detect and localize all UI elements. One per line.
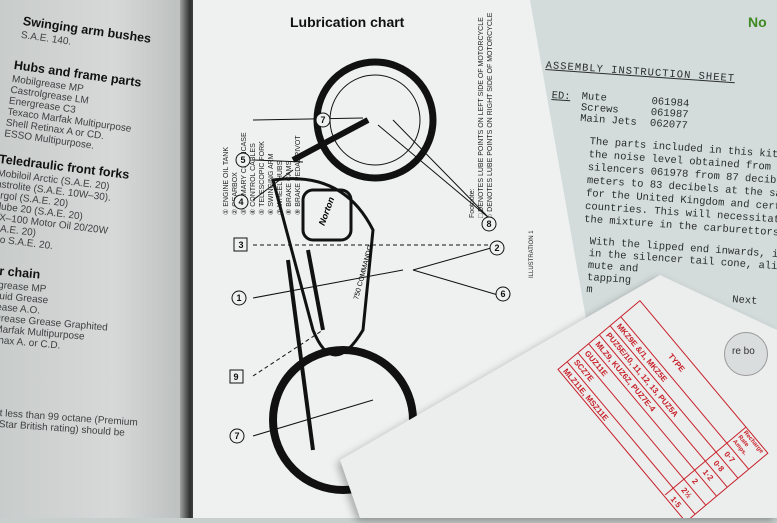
svg-text:2: 2 xyxy=(494,243,499,253)
frame-tube xyxy=(286,249,325,451)
callout-3: 3 xyxy=(233,237,248,252)
svg-text:7: 7 xyxy=(234,431,239,441)
hole-visible-text: re bo xyxy=(732,346,755,357)
svg-text:9: 9 xyxy=(233,372,238,382)
svg-text:7: 7 xyxy=(320,115,325,125)
svg-text:1: 1 xyxy=(236,293,241,303)
engine-frame xyxy=(271,177,375,357)
card-punch-hole xyxy=(724,332,768,376)
svg-text:5: 5 xyxy=(240,155,245,165)
svg-text:6: 6 xyxy=(500,289,505,299)
callout-5: 5 xyxy=(235,152,251,168)
callout-9: 9 xyxy=(229,369,244,384)
fuel-tank xyxy=(301,188,353,242)
svg-text:4: 4 xyxy=(238,197,243,207)
brand-logo: No xyxy=(748,14,767,30)
callout-7-top: 7 xyxy=(315,112,331,128)
callout-1: 1 xyxy=(231,290,247,306)
svg-text:3: 3 xyxy=(238,240,243,250)
callout-6: 6 xyxy=(495,286,511,302)
header-type: TYPE xyxy=(666,351,687,374)
callout-4: 4 xyxy=(233,194,249,210)
left-manual-page: Swinging arm bushes S.A.E. 140. Hubs and… xyxy=(0,0,190,518)
svg-text:8: 8 xyxy=(486,219,491,229)
callout-2: 2 xyxy=(489,240,505,256)
callout-7-bottom: 7 xyxy=(229,428,245,444)
front-fork xyxy=(291,117,370,163)
page-title: Lubrication chart xyxy=(290,14,405,30)
motorcycle-illustration: Norton 750 COMMANDO 7 5 4 8 3 2 1 6 9 7 xyxy=(229,58,511,494)
callout-8: 8 xyxy=(481,216,497,232)
